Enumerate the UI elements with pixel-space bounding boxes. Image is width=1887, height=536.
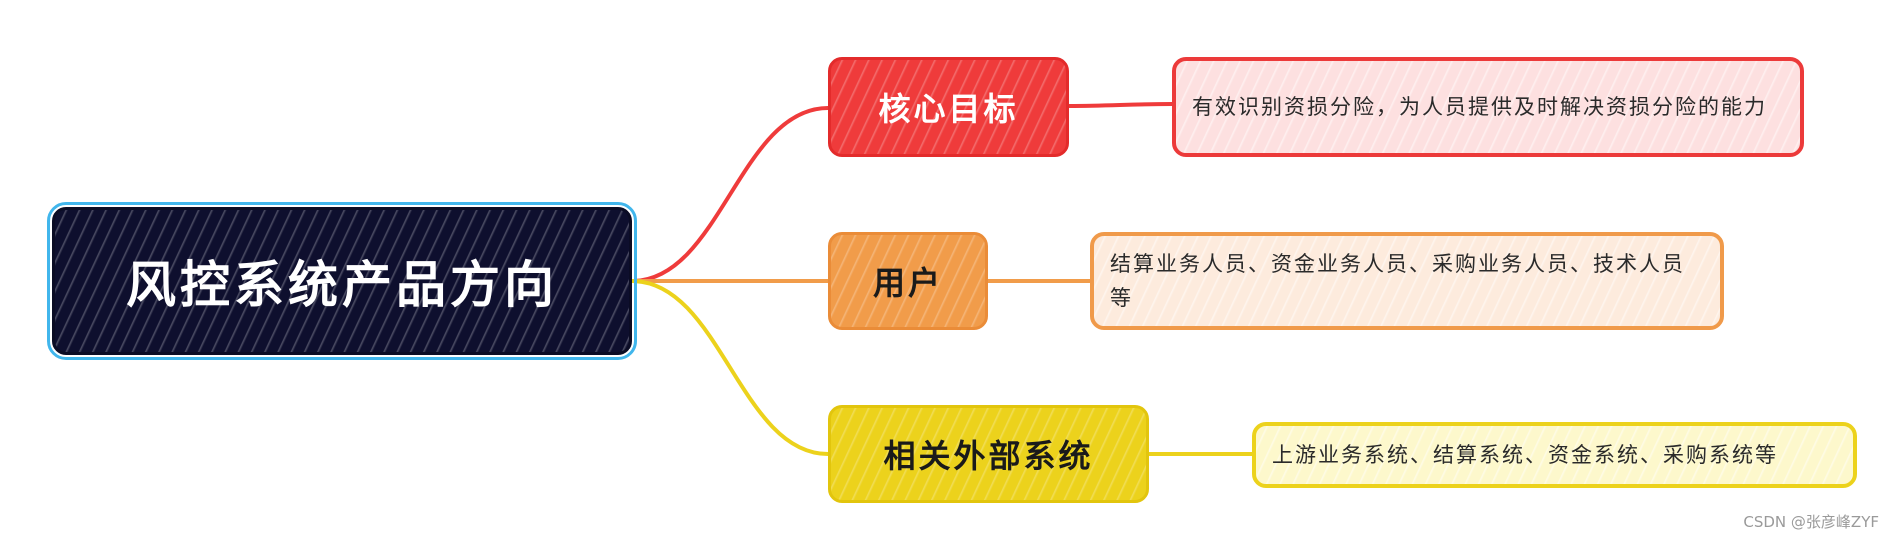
branch-node-label: 用户 [872,264,943,302]
connector-core-goal-detail [1067,102,1174,108]
branch-node-external-systems[interactable]: 相关外部系统 [828,405,1149,503]
branch-node-label: 核心目标 [878,90,1019,128]
detail-node-core-goal[interactable]: 有效识别资损分险，为人员提供及时解决资损分险的能力 [1172,57,1804,157]
root-node[interactable]: 风控系统产品方向 [47,202,637,360]
branch-node-users[interactable]: 用户 [828,232,988,330]
branch-node-label: 相关外部系统 [883,437,1094,475]
detail-node-text: 上游业务系统、结算系统、资金系统、采购系统等 [1272,443,1778,467]
connector-root-external-systems [630,279,830,456]
detail-node-users[interactable]: 结算业务人员、资金业务人员、采购业务人员、技术人员等 [1090,232,1724,330]
detail-node-text: 结算业务人员、资金业务人员、采购业务人员、技术人员等 [1110,252,1685,310]
root-node-label: 风控系统产品方向 [126,256,558,314]
detail-node-text: 有效识别资损分险，为人员提供及时解决资损分险的能力 [1192,95,1767,119]
detail-node-external-systems[interactable]: 上游业务系统、结算系统、资金系统、采购系统等 [1252,422,1857,488]
watermark: CSDN @张彦峰ZYF [1743,513,1879,531]
branch-node-core-goal[interactable]: 核心目标 [828,57,1069,157]
connector-root-core-goal [630,106,830,283]
